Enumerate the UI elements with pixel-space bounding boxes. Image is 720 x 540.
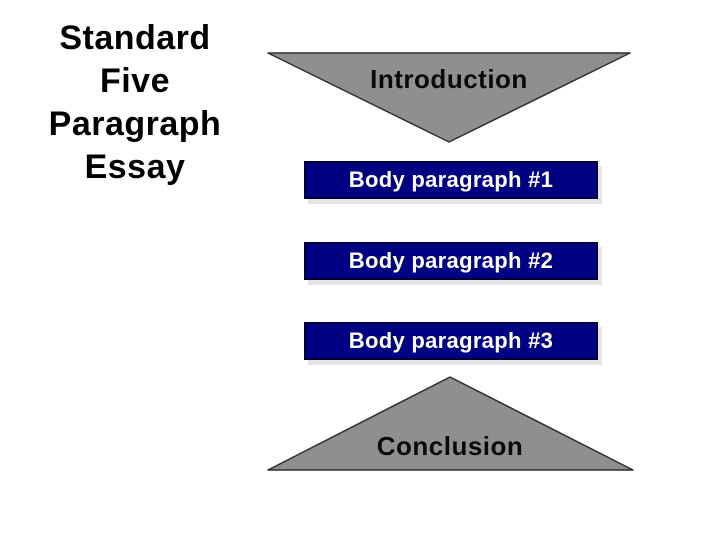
title-line-1: Standard (59, 19, 211, 57)
conclusion-triangle-up-shape (267, 376, 634, 471)
body-paragraph-3-box: Body paragraph #3 (304, 322, 598, 360)
title-line-4: Essay (84, 148, 186, 186)
title-line-2: Five (99, 62, 171, 100)
introduction-label: Introduction (370, 64, 528, 94)
slide-title: Standard Five Paragraph Essay (10, 17, 260, 189)
body-paragraph-1-label: Body paragraph #1 (348, 167, 554, 192)
body-paragraph-2-box: Body paragraph #2 (304, 242, 598, 280)
body-paragraph-2-label: Body paragraph #2 (348, 248, 554, 273)
conclusion-label: Conclusion (376, 431, 524, 461)
body-paragraph-1-box: Body paragraph #1 (304, 161, 598, 199)
introduction-triangle-down-shape (267, 52, 631, 143)
body-paragraph-3-label: Body paragraph #3 (348, 328, 554, 353)
title-line-3: Paragraph (48, 105, 222, 143)
